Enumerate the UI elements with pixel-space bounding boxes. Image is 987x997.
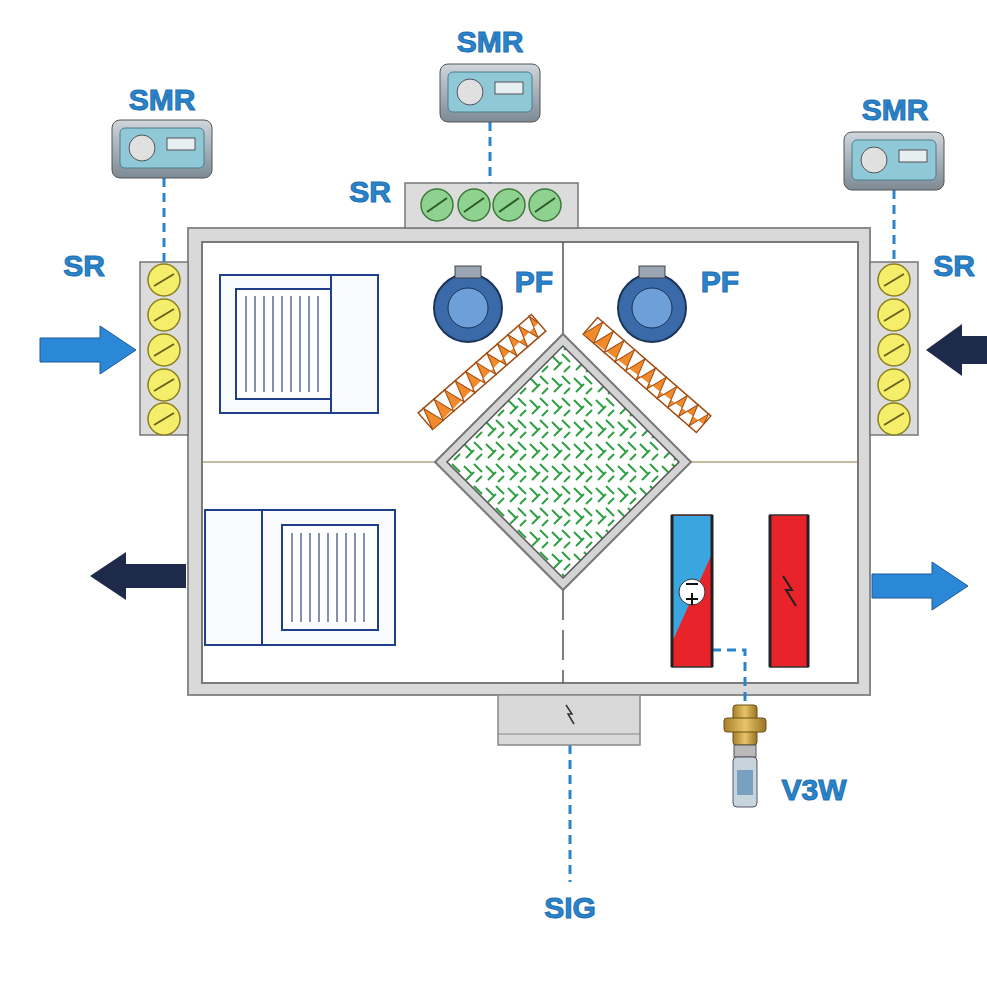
actuator-label: SMR bbox=[862, 95, 929, 125]
pressure-switch-label: PF bbox=[701, 267, 739, 297]
damper-label: SR bbox=[349, 177, 391, 207]
damper-label: SR bbox=[63, 251, 105, 281]
pressure-switch-label: PF bbox=[515, 267, 553, 297]
valve-label: V3W bbox=[781, 775, 846, 805]
actuator-label: SMR bbox=[129, 85, 196, 115]
signal-label: SIG bbox=[544, 893, 596, 923]
damper-label: SR bbox=[933, 251, 975, 281]
actuator-label: SMR bbox=[457, 27, 524, 57]
